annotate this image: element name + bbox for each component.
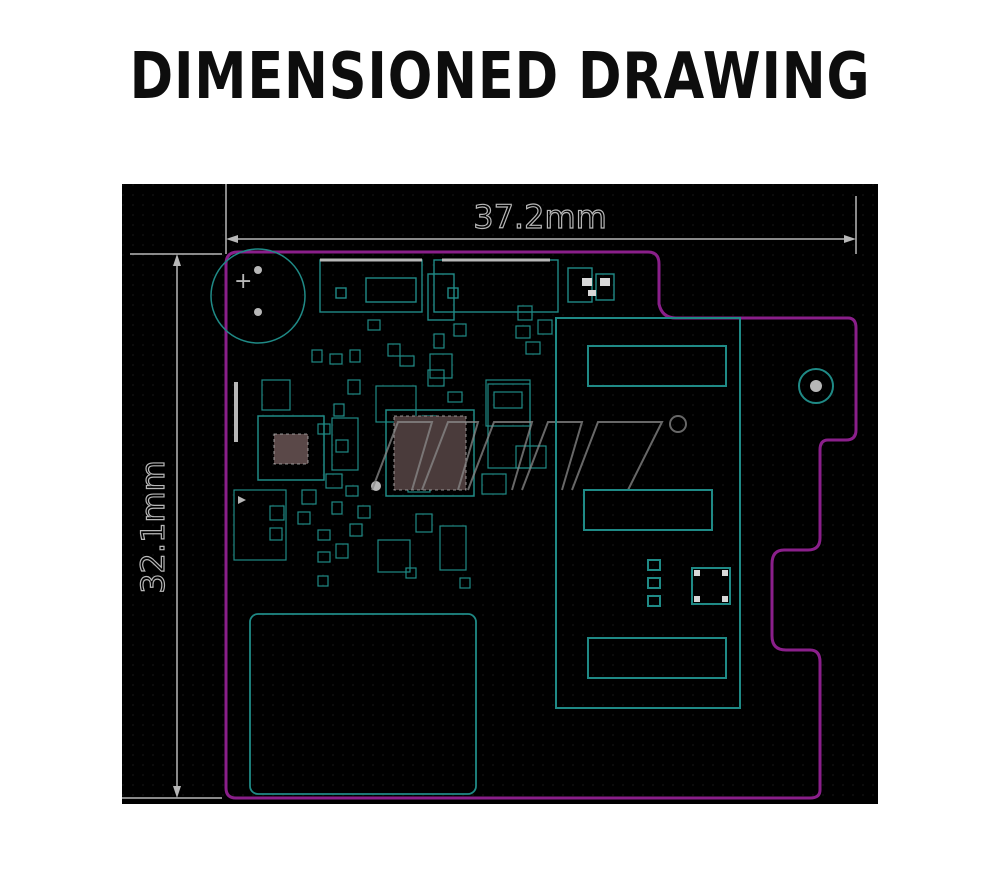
mounting-hole	[798, 368, 834, 404]
top-connectors	[319, 258, 615, 321]
passive-components	[269, 319, 541, 589]
width-dimension-label: 37.2mm	[473, 198, 607, 236]
brand-watermark	[371, 415, 687, 491]
page-title: DIMENSIONED DRAWING	[129, 40, 871, 114]
height-dimension-label: 32.1mm	[134, 460, 172, 594]
coin-battery-holder: +	[210, 248, 306, 344]
crystal-pads	[694, 570, 728, 602]
svg-text:+: +	[234, 269, 252, 294]
bottom-pad	[249, 613, 477, 795]
height-dimension	[122, 253, 222, 799]
pcb-drawing: 37.2mm 32.1mm +	[122, 184, 878, 804]
power-ic	[233, 379, 359, 561]
module-pads	[582, 278, 610, 296]
width-dimension	[225, 184, 857, 254]
rf-module	[555, 317, 741, 709]
